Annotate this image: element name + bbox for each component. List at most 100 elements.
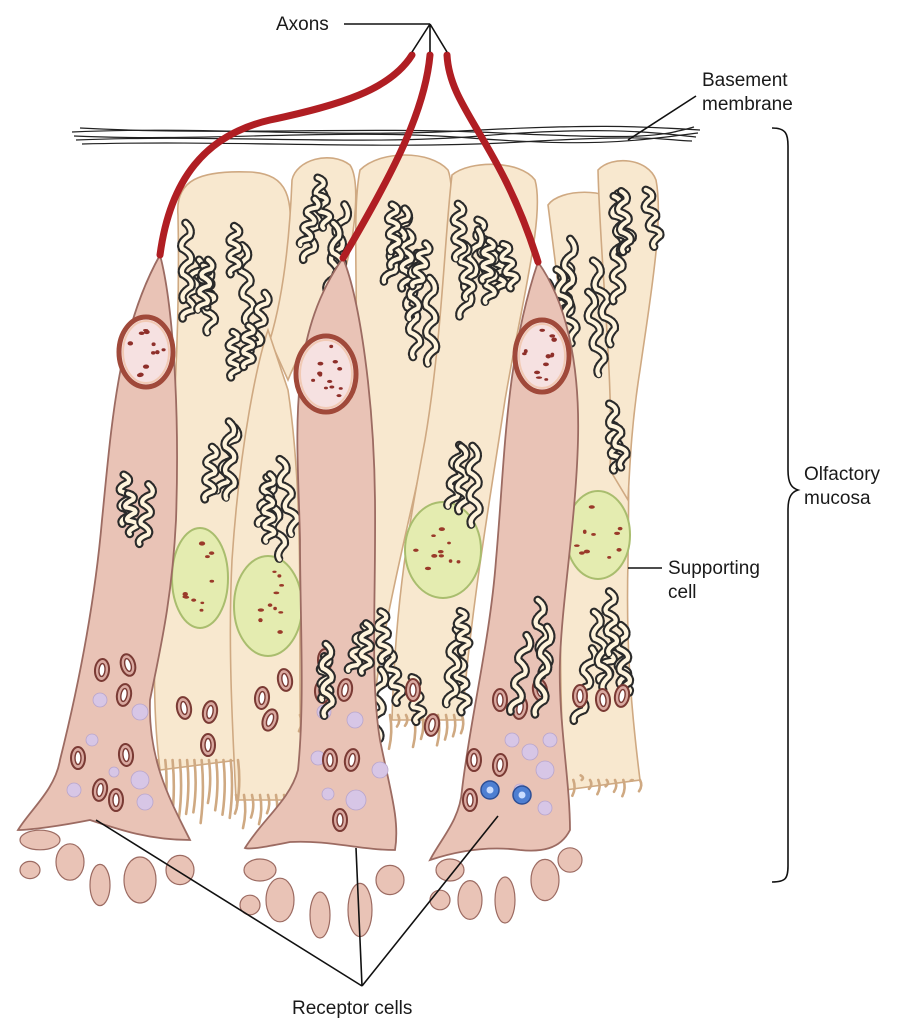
er-tubule: [317, 639, 337, 721]
chromatin-dot: [413, 548, 419, 552]
chromatin-dot: [127, 341, 134, 346]
receptor-cell-2: [239, 256, 405, 939]
mitochondrion: [91, 778, 109, 802]
er-tubule: [295, 194, 323, 250]
chromatin-dot: [588, 505, 595, 509]
microvillus: [637, 778, 643, 793]
mitochondrion: [115, 683, 133, 707]
basement-label-line2: membrane: [702, 94, 793, 115]
mitochondrion: [276, 668, 294, 692]
er-tubule: [477, 236, 498, 285]
er-tubule: [530, 622, 556, 719]
chromatin-dot: [438, 527, 445, 532]
chromatin-dot: [311, 378, 316, 382]
er-tubule: [421, 273, 441, 369]
mitochondrion: [201, 700, 219, 724]
chromatin-dot: [183, 595, 190, 599]
receptor-cell-3: [428, 260, 583, 924]
vesicle: [108, 766, 120, 778]
supporting-label-line2: cell: [668, 582, 697, 603]
mitochondrion: [466, 748, 482, 772]
basement-membrane: [71, 125, 701, 146]
chromatin-dot: [323, 386, 328, 390]
chromatin-dot: [277, 630, 283, 634]
er-tubule: [397, 227, 417, 293]
er-tubule: [235, 241, 258, 327]
chromatin-dot: [329, 385, 335, 389]
receptor-label: Receptor cells: [292, 998, 412, 1019]
microvillus: [233, 793, 239, 815]
axons-fork: [411, 23, 448, 53]
chromatin-dot: [277, 574, 282, 578]
er-tubule: [382, 647, 407, 708]
chromatin-dot: [332, 360, 339, 364]
chromatin-dot: [616, 548, 622, 552]
chromatin-dot: [583, 549, 591, 554]
chromatin-dot: [182, 592, 188, 597]
chromatin-dot: [438, 554, 445, 558]
vesicle: [346, 711, 364, 729]
mitochondrion: [175, 696, 193, 720]
mitochondrion: [200, 733, 216, 757]
dendrite-process: [19, 829, 61, 851]
chromatin-dot: [431, 534, 436, 537]
receptor-cells: [16, 252, 583, 939]
chromatin-dot: [273, 591, 280, 595]
microvillus: [612, 778, 618, 794]
mitochondrion: [423, 713, 441, 737]
er-tubule: [613, 620, 635, 699]
er-tubule: [193, 255, 217, 315]
mitochondrion: [336, 678, 354, 702]
mitochondrion: [117, 743, 135, 767]
mitochondrion: [108, 788, 124, 812]
chromatin-dot: [544, 378, 549, 381]
microvillus: [177, 758, 183, 821]
vesicle: [130, 770, 150, 790]
supporting-label-line1: Supporting: [668, 558, 760, 579]
chromatin-dot: [151, 351, 156, 355]
er-tubule: [275, 454, 302, 539]
er-tubule: [225, 221, 244, 279]
er-tubule: [134, 480, 157, 549]
er-tubule: [259, 493, 279, 546]
vesicle: [504, 732, 520, 748]
er-tubule: [505, 630, 535, 716]
microvillus: [184, 758, 190, 816]
chromatin-dot: [551, 337, 557, 342]
er-tubule: [464, 441, 484, 530]
chromatin-dot: [161, 348, 166, 352]
dendrite-process: [243, 858, 277, 882]
microvillus: [604, 778, 610, 788]
chromatin-dot: [534, 370, 541, 375]
dendrite-process: [429, 889, 451, 911]
chromatin-dot: [209, 579, 215, 583]
er-tubule: [497, 239, 521, 293]
chromatin-dot: [205, 555, 210, 559]
receptor-cell-body: [243, 256, 398, 851]
dendrite-process: [435, 858, 465, 882]
mitochondrion: [253, 686, 271, 710]
chromatin-dot: [574, 544, 580, 547]
vesicle: [345, 789, 367, 811]
vesicle: [371, 761, 389, 779]
chromatin-dot: [431, 554, 438, 558]
microvillus: [621, 778, 626, 798]
er-tubule: [455, 239, 478, 304]
chromatin-dot: [329, 344, 334, 349]
dendrite-process: [165, 854, 195, 886]
chromatin-dot: [456, 560, 461, 564]
microvillus: [206, 758, 212, 805]
microvillus: [395, 713, 401, 728]
chromatin-dot: [198, 541, 206, 546]
microvillus: [199, 758, 205, 825]
olfactory-bracket: [771, 127, 801, 883]
er-tubule: [200, 442, 221, 504]
chromatin-dot: [318, 372, 323, 377]
supporting-nucleus-4: [565, 490, 631, 580]
chromatin-dot: [549, 334, 556, 338]
chromatin-dot: [278, 611, 284, 614]
microvillus: [192, 758, 197, 814]
basement-leader: [627, 95, 697, 141]
microvillus: [571, 778, 576, 798]
